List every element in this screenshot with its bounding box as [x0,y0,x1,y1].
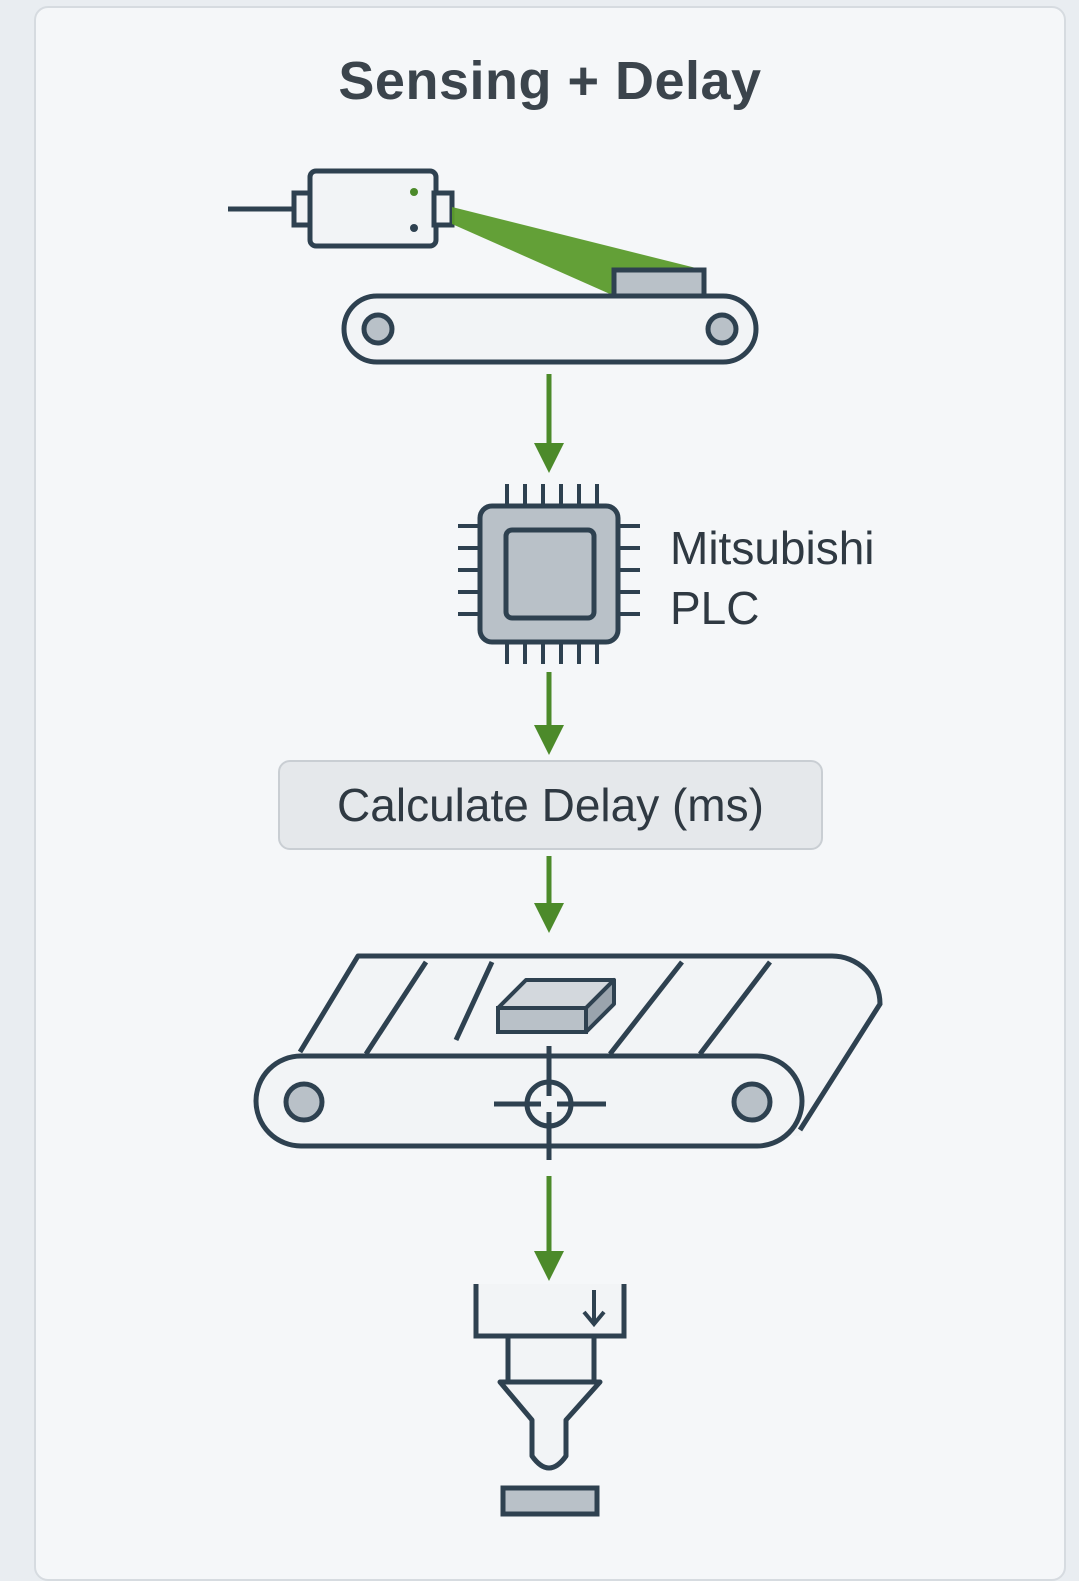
photoelectric-sensor-icon [228,168,455,249]
target-crosshair-icon [494,1046,606,1160]
plc-label: Mitsubishi PLC [670,518,875,638]
plc-label-line2: PLC [670,582,760,634]
part-block [496,978,616,1034]
diagram-title: Sensing + Delay [338,51,762,111]
calculate-delay-label: Calculate Delay (ms) [337,779,764,831]
calculate-delay-box: Calculate Delay (ms) [278,760,823,850]
plc-label-line1: Mitsubishi [670,522,875,574]
conveyor-icon-top [341,267,759,365]
plc-chip-icon [458,484,640,664]
punch-press-icon [473,1284,627,1517]
